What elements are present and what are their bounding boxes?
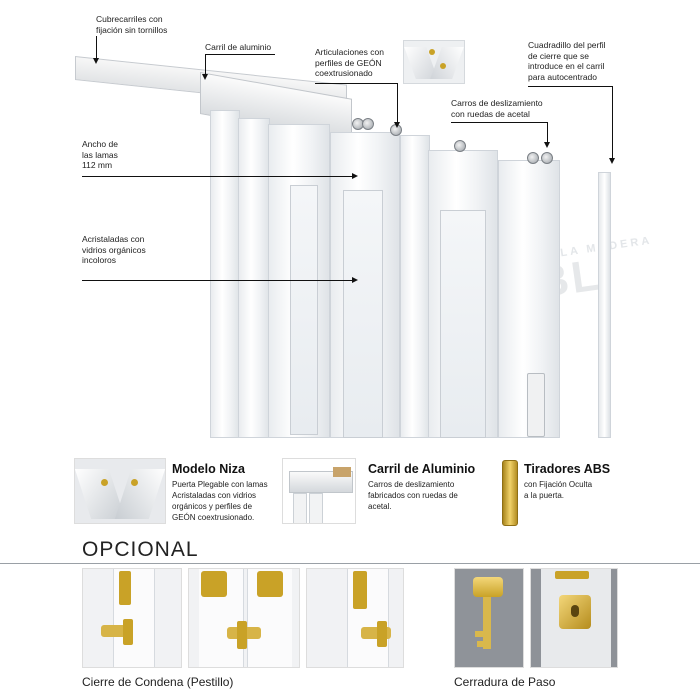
glass-panel-4 — [343, 190, 383, 438]
product-illustration: INDUSTRIAS DE LA MADERA euroBL Cubrecarr… — [75, 14, 653, 438]
leader-acristaladas — [82, 280, 352, 281]
cerradura-lock-image — [530, 568, 618, 668]
feature-title-carril: Carril de Aluminio — [368, 462, 476, 476]
arrow-carros — [544, 142, 550, 148]
wheel-4 — [454, 140, 466, 152]
wheel-2 — [362, 118, 374, 130]
leader-carril-h — [205, 54, 275, 55]
glass-panel-3 — [290, 185, 318, 435]
arrow-cubrecarriles — [93, 58, 99, 64]
callout-carros: Carros de deslizamiento con ruedas de ac… — [451, 98, 543, 119]
wheel-6 — [541, 152, 553, 164]
feature-title-modelo-niza: Modelo Niza — [172, 462, 245, 476]
leader-cuadradillo-h — [528, 86, 612, 87]
leader-carros-v — [547, 122, 548, 142]
tirador-abs-image — [502, 460, 518, 526]
modelo-niza-image — [74, 458, 166, 524]
arrow-articulaciones — [394, 122, 400, 128]
door-handle — [527, 373, 545, 437]
end-profile — [598, 172, 611, 438]
callout-articulaciones: Articulaciones con perfiles de GEÓN coex… — [315, 47, 384, 78]
leader-ancho — [82, 176, 352, 177]
leader-cuadradillo-v — [612, 86, 613, 158]
wheel-5 — [527, 152, 539, 164]
door-panel-2 — [238, 118, 270, 438]
leader-articulaciones-v — [397, 83, 398, 123]
arrow-ancho — [352, 173, 358, 179]
leader-cubrecarriles — [96, 36, 97, 58]
feature-title-tiradores: Tiradores ABS — [524, 462, 611, 476]
glass-panel-6 — [440, 210, 486, 438]
callout-cubrecarriles: Cubrecarriles con fijación sin tornillos — [96, 14, 168, 35]
feature-text-carril: Carros de deslizamiento fabricados con r… — [368, 480, 458, 511]
callout-cuadradillo: Cuadradillo del perfil de cierre que se … — [528, 40, 606, 82]
opcional-divider — [0, 563, 700, 564]
callout-carril: Carril de aluminio — [205, 42, 272, 52]
feature-row: Modelo Niza Puerta Plegable con lamas Ac… — [0, 455, 700, 530]
feature-text-tiradores: con Fijación Oculta a la puerta. — [524, 480, 593, 500]
opcional-heading: OPCIONAL — [82, 538, 199, 561]
carril-aluminio-image — [282, 458, 356, 524]
leader-carros-h — [451, 122, 547, 123]
cerradura-key-image — [454, 568, 524, 668]
cierre-caption: Cierre de Condena (Pestillo) — [82, 675, 234, 689]
callout-ancho: Ancho de las lamas 112 mm — [82, 139, 118, 170]
arrow-cuadradillo — [609, 158, 615, 164]
arrow-carril — [202, 74, 208, 80]
cerradura-caption: Cerradura de Paso — [454, 675, 556, 689]
door-panel-1 — [210, 110, 240, 438]
pestillo-image-1 — [82, 568, 182, 668]
leader-carril-v — [205, 54, 206, 74]
door-panel-5 — [400, 135, 430, 438]
pestillo-image-2 — [188, 568, 300, 668]
callout-acristaladas: Acristaladas con vidrios orgánicos incol… — [82, 234, 146, 265]
leader-articulaciones-h — [315, 83, 397, 84]
feature-text-modelo-niza: Puerta Plegable con lamas Acristaladas c… — [172, 480, 268, 522]
arrow-acristaladas — [352, 277, 358, 283]
pestillo-image-3 — [306, 568, 404, 668]
hinge-detail-image — [403, 40, 465, 84]
